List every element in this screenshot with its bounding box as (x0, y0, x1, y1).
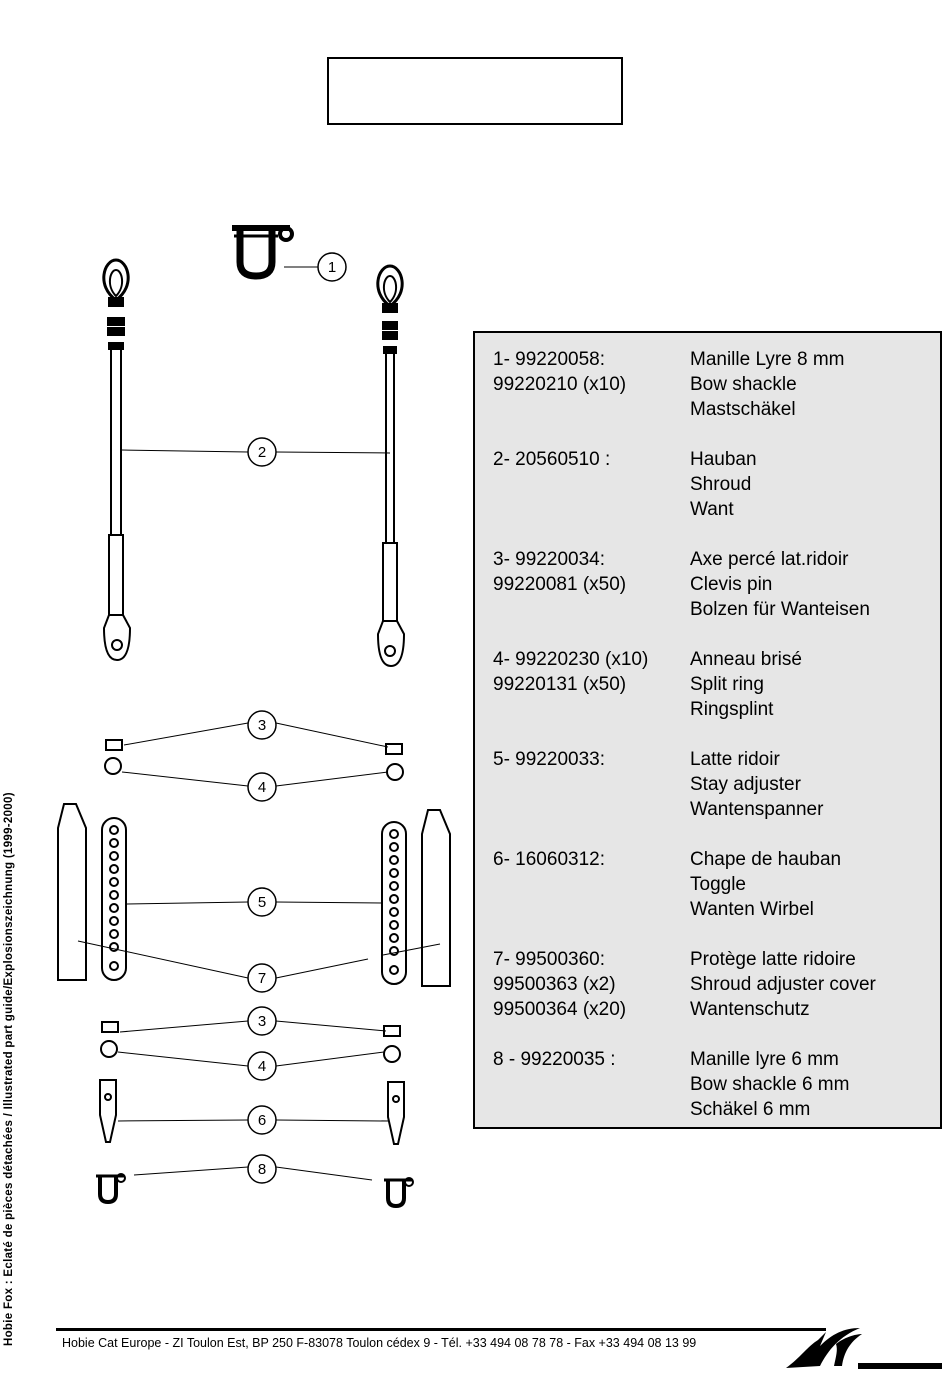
part-name-de: Want (690, 499, 734, 520)
part-name-en: Stay adjuster (690, 774, 801, 795)
part-number: 99220210 (x10) (493, 374, 627, 395)
part-name-en: Bow shackle (690, 374, 797, 395)
bow-shackle-icon (96, 1173, 414, 1209)
part-name-de: Bolzen für Wanteisen (690, 599, 870, 620)
callout-3: 3 (247, 1006, 277, 1036)
svg-text:6: 6 (258, 1112, 266, 1129)
part-number: 8 - 99220035 : (493, 1049, 616, 1070)
part-name-fr: Anneau brisé (690, 649, 802, 670)
part-number: 99500364 (x20) (493, 999, 627, 1020)
part-number: 99220131 (x50) (493, 674, 627, 695)
part-name-fr: Manille Lyre 8 mm (690, 349, 845, 370)
part-name-en: Bow shackle 6 mm (690, 1074, 850, 1095)
callout-6: 6 (247, 1105, 277, 1135)
stay-adjuster-icon (101, 817, 407, 985)
svg-text:4: 4 (258, 1058, 266, 1075)
exploded-parts-diagram: 1 2 3 4 5 7 3 4 6 8 (57, 225, 451, 1209)
part-number: 99220081 (x50) (493, 574, 627, 595)
adjuster-cover-icon (57, 803, 451, 987)
part-name-en: Toggle (690, 874, 746, 895)
part-name-en: Shroud adjuster cover (690, 974, 876, 995)
part-name-de: Ringsplint (690, 699, 774, 720)
svg-text:8: 8 (258, 1161, 266, 1178)
callout-3: 3 (247, 710, 277, 740)
part-name-fr: Hauban (690, 449, 757, 470)
part-name-de: Wantenspanner (690, 799, 824, 820)
hobie-logo-icon (786, 1328, 942, 1369)
svg-text:4: 4 (258, 779, 266, 796)
part-name-en: Split ring (690, 674, 764, 695)
part-name-de: Wantenschutz (690, 999, 810, 1020)
svg-text:1: 1 (328, 259, 336, 276)
svg-text:5: 5 (258, 894, 266, 911)
document-side-caption: Hobie Fox : Eclaté de pièces détachées /… (3, 792, 15, 1346)
callout-1: 1 (317, 252, 347, 282)
clevis-pin-icon (105, 739, 403, 755)
part-number: 4- 99220230 (x10) (493, 649, 649, 670)
part-number: 99500363 (x2) (493, 974, 616, 995)
split-ring-icon (100, 1040, 401, 1063)
part-number: 3- 99220034: (493, 549, 605, 570)
callout-4: 4 (247, 1051, 277, 1081)
part-name-fr: Latte ridoir (690, 749, 780, 770)
svg-text:2: 2 (258, 444, 266, 461)
callout-4: 4 (247, 772, 277, 802)
callout-7: 7 (247, 963, 277, 993)
footer-divider (56, 1328, 826, 1331)
part-name-en: Shroud (690, 474, 752, 495)
part-name-en: Clevis pin (690, 574, 773, 595)
bow-shackle-icon (232, 225, 294, 280)
part-name-de: Wanten Wirbel (690, 899, 814, 920)
part-name-fr: Axe percé lat.ridoir (690, 549, 849, 570)
parts-list-panel: 1- 99220058: 99220210 (x10) Manille Lyre… (473, 331, 942, 1129)
toggle-icon (99, 1079, 405, 1145)
part-number: 5- 99220033: (493, 749, 605, 770)
footer-address: Hobie Cat Europe - ZI Toulon Est, BP 250… (62, 1336, 697, 1350)
callout-2: 2 (247, 437, 277, 467)
svg-text:7: 7 (258, 970, 266, 987)
part-name-de: Schäkel 6 mm (690, 1099, 811, 1120)
callout-8: 8 (247, 1154, 277, 1184)
part-number: 1- 99220058: (493, 349, 605, 370)
part-name-fr: Chape de hauban (690, 849, 842, 870)
shroud-icon (376, 264, 406, 668)
callout-5: 5 (247, 887, 277, 917)
part-name-fr: Protège latte ridoire (690, 949, 856, 970)
svg-text:3: 3 (258, 717, 266, 734)
leader-lines (77, 266, 441, 1181)
part-number: 7- 99500360: (493, 949, 605, 970)
svg-text:3: 3 (258, 1013, 266, 1030)
part-number: 2- 20560510 : (493, 449, 611, 470)
part-name-de: Mastschäkel (690, 399, 796, 420)
title-box (327, 57, 623, 125)
part-name-fr: Manille lyre 6 mm (690, 1049, 839, 1070)
part-number: 6- 16060312: (493, 849, 605, 870)
shroud-icon (102, 258, 132, 662)
